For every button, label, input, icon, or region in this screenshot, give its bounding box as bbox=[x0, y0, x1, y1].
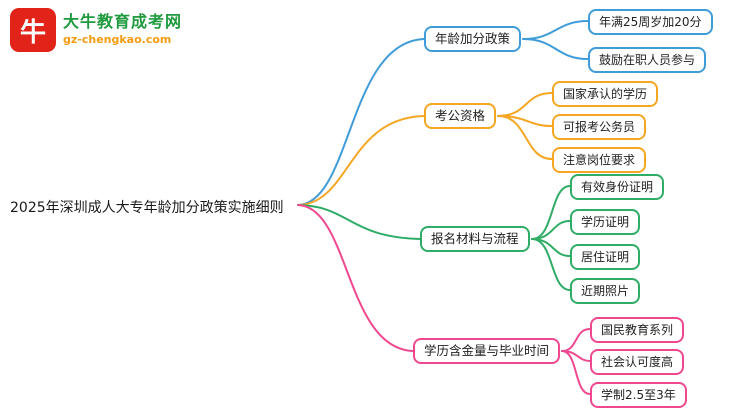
site-url: gz-chengkao.com bbox=[63, 32, 172, 46]
branch-node-age-policy[interactable]: 年龄加分政策 bbox=[424, 26, 522, 52]
leaf-node[interactable]: 可报考公务员 bbox=[552, 114, 647, 140]
curve-branch-2-leaf-1 bbox=[531, 220, 571, 240]
leaf-node[interactable]: 鼓励在职人员参与 bbox=[588, 47, 707, 73]
leaf-node[interactable]: 注意岗位要求 bbox=[552, 147, 647, 173]
site-name: 大牛教育成考网 bbox=[63, 12, 183, 32]
leaf-node[interactable]: 居住证明 bbox=[570, 244, 641, 270]
site-logo[interactable]: 牛 大牛教育成考网 gz-chengkao.com bbox=[10, 8, 182, 52]
bull-icon: 牛 bbox=[10, 8, 56, 52]
curve-branch-3-leaf-0 bbox=[561, 328, 591, 352]
curve-branch-2-leaf-3 bbox=[531, 238, 571, 291]
branch-node-materials[interactable]: 报名材料与流程 bbox=[420, 226, 530, 252]
leaf-node[interactable]: 年满25周岁加20分 bbox=[588, 9, 713, 35]
curve-branch-2-leaf-2 bbox=[531, 238, 571, 257]
curve-branch-1-leaf-0 bbox=[497, 92, 553, 117]
leaf-node[interactable]: 近期照片 bbox=[570, 278, 641, 304]
curve-branch-3-leaf-2 bbox=[561, 350, 591, 395]
leaf-node[interactable]: 社会认可度高 bbox=[590, 349, 685, 375]
curve-branch-0-leaf-0 bbox=[522, 20, 589, 40]
curve-root-to-branch-1 bbox=[297, 115, 425, 206]
root-node[interactable]: 2025年深圳成人大专年龄加分政策实施细则 bbox=[10, 200, 284, 216]
leaf-node[interactable]: 国家承认的学历 bbox=[552, 81, 659, 107]
curve-branch-1-leaf-2 bbox=[497, 115, 553, 160]
curve-branch-0-leaf-1 bbox=[522, 38, 589, 60]
leaf-node[interactable]: 学制2.5至3年 bbox=[590, 382, 687, 408]
branch-node-civil-exam[interactable]: 考公资格 bbox=[424, 103, 497, 129]
leaf-node[interactable]: 国民教育系列 bbox=[590, 317, 685, 343]
leaf-node[interactable]: 有效身份证明 bbox=[570, 174, 665, 200]
leaf-node[interactable]: 学历证明 bbox=[570, 209, 641, 235]
curve-root-to-branch-3 bbox=[297, 204, 414, 352]
curve-root-to-branch-0 bbox=[297, 38, 425, 206]
branch-node-degree-value[interactable]: 学历含金量与毕业时间 bbox=[413, 338, 561, 364]
curve-root-to-branch-2 bbox=[297, 204, 421, 240]
